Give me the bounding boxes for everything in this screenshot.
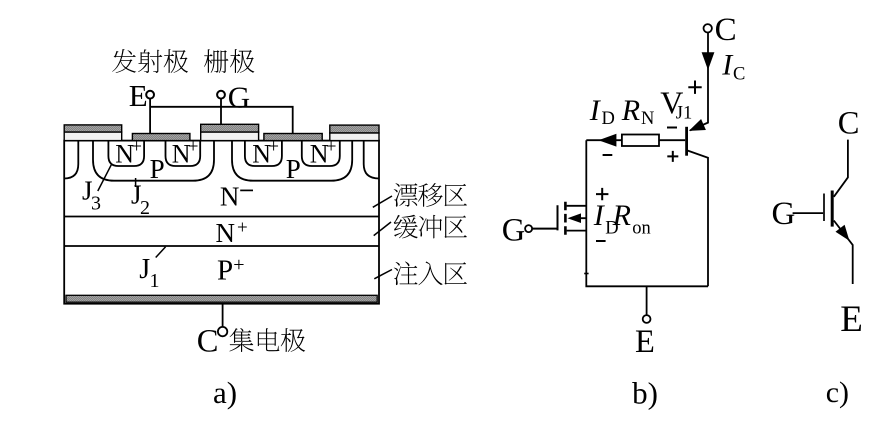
svg-text:P: P xyxy=(286,154,301,184)
svg-text:N: N xyxy=(641,109,654,129)
svg-text:N: N xyxy=(216,218,236,248)
svg-text:P: P xyxy=(150,154,165,184)
svg-text:J: J xyxy=(82,176,93,206)
svg-text:N: N xyxy=(220,182,240,212)
svg-text:J1: J1 xyxy=(676,104,692,124)
svg-text:C: C xyxy=(733,65,745,85)
svg-text:+: + xyxy=(233,254,244,276)
svg-text:3: 3 xyxy=(91,192,101,214)
svg-text:+: + xyxy=(326,137,337,158)
svg-text:N: N xyxy=(172,139,191,168)
svg-text:G: G xyxy=(228,80,250,115)
svg-text:a): a) xyxy=(213,375,237,410)
svg-text:+: + xyxy=(131,137,142,158)
svg-text:I: I xyxy=(721,49,734,82)
svg-text:b): b) xyxy=(632,375,658,410)
svg-text:P: P xyxy=(217,254,233,286)
svg-text:J: J xyxy=(139,254,150,285)
svg-text:I: I xyxy=(593,199,606,232)
svg-text:C: C xyxy=(715,12,737,48)
svg-text:V: V xyxy=(660,84,683,120)
svg-text:D: D xyxy=(602,109,615,129)
svg-text:I: I xyxy=(589,94,602,127)
svg-text:R: R xyxy=(621,94,640,127)
svg-text:+: + xyxy=(188,137,199,158)
svg-text:N: N xyxy=(252,139,271,168)
svg-text:G: G xyxy=(772,196,796,232)
svg-text:E: E xyxy=(635,324,655,360)
svg-text:1: 1 xyxy=(150,270,160,292)
svg-text:+: + xyxy=(237,218,248,239)
svg-text:2: 2 xyxy=(140,197,150,219)
svg-text:N: N xyxy=(310,139,329,168)
svg-text:E: E xyxy=(129,78,148,113)
svg-text:D: D xyxy=(605,219,618,239)
svg-text:C: C xyxy=(197,324,219,360)
svg-text:+: + xyxy=(268,137,279,158)
svg-text:E: E xyxy=(840,299,863,340)
svg-text:on: on xyxy=(632,219,651,239)
svg-text:c): c) xyxy=(826,376,849,409)
svg-text:C: C xyxy=(838,106,860,142)
svg-text:G: G xyxy=(502,212,525,248)
svg-text:J: J xyxy=(131,180,142,210)
svg-text:N: N xyxy=(115,139,134,168)
svg-text:R: R xyxy=(612,199,631,232)
